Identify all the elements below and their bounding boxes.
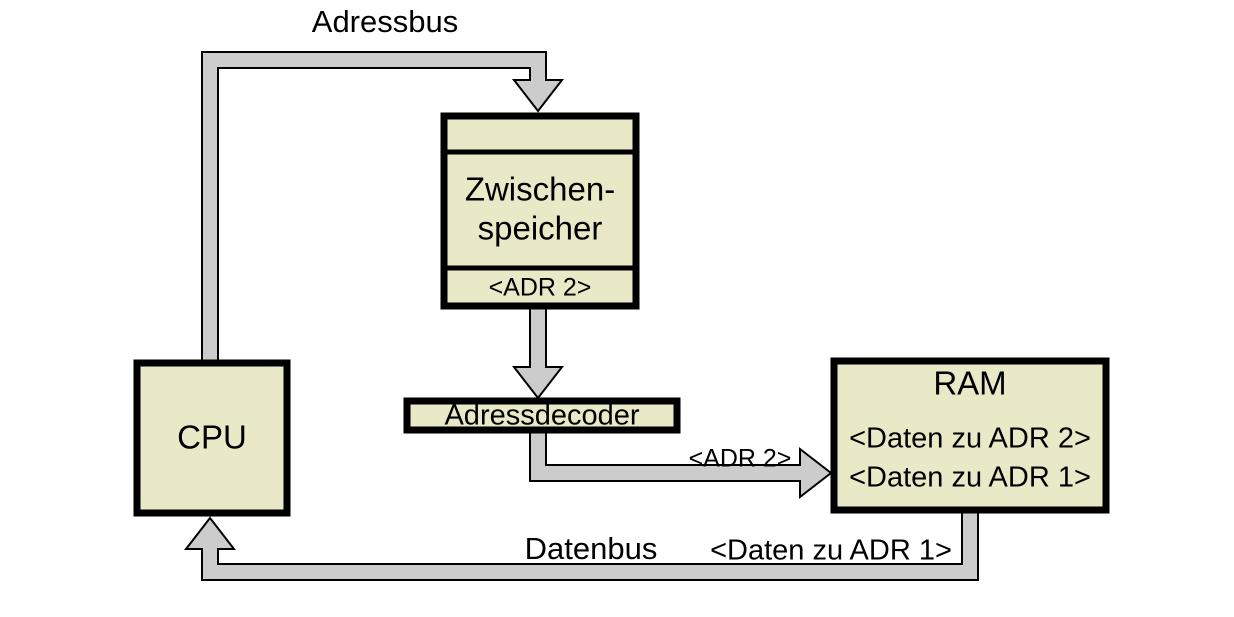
cpu-box-label: CPU (177, 419, 247, 456)
ram-box-label: RAM (933, 365, 1006, 402)
adressdecoder-box-label: Adressdecoder (444, 400, 639, 432)
data-bus-label: Datenbus (525, 531, 658, 566)
ram-box[interactable]: RAM <Daten zu ADR 2> <Daten zu ADR 1> (830, 357, 1110, 514)
zwischenspeicher-box[interactable]: Zwischen- speicher <ADR 2> (440, 112, 640, 310)
address-bus-label: Adressbus (312, 4, 458, 39)
data-bus-connector[interactable] (183, 509, 979, 581)
buffer-to-decoder-connector[interactable] (511, 304, 565, 400)
adressdecoder-box[interactable]: Adressdecoder (403, 397, 681, 434)
data-bus-payload-label: <Daten zu ADR 1> (710, 535, 952, 567)
zwischenspeicher-box-label-line2: speicher (478, 210, 603, 247)
address-bus-connector[interactable] (201, 51, 565, 366)
decoder-to-ram-connector[interactable] (529, 429, 833, 500)
zwischenspeicher-box-label-line1: Zwischen- (465, 171, 615, 208)
ram-data-row-adr2: <Daten zu ADR 2> (849, 423, 1091, 455)
ram-data-row-adr1: <Daten zu ADR 1> (849, 462, 1091, 494)
zwischenspeicher-address-value: <ADR 2> (489, 274, 592, 302)
decoder-to-ram-label: <ADR 2> (689, 445, 792, 473)
cpu-box[interactable]: CPU (133, 359, 291, 517)
